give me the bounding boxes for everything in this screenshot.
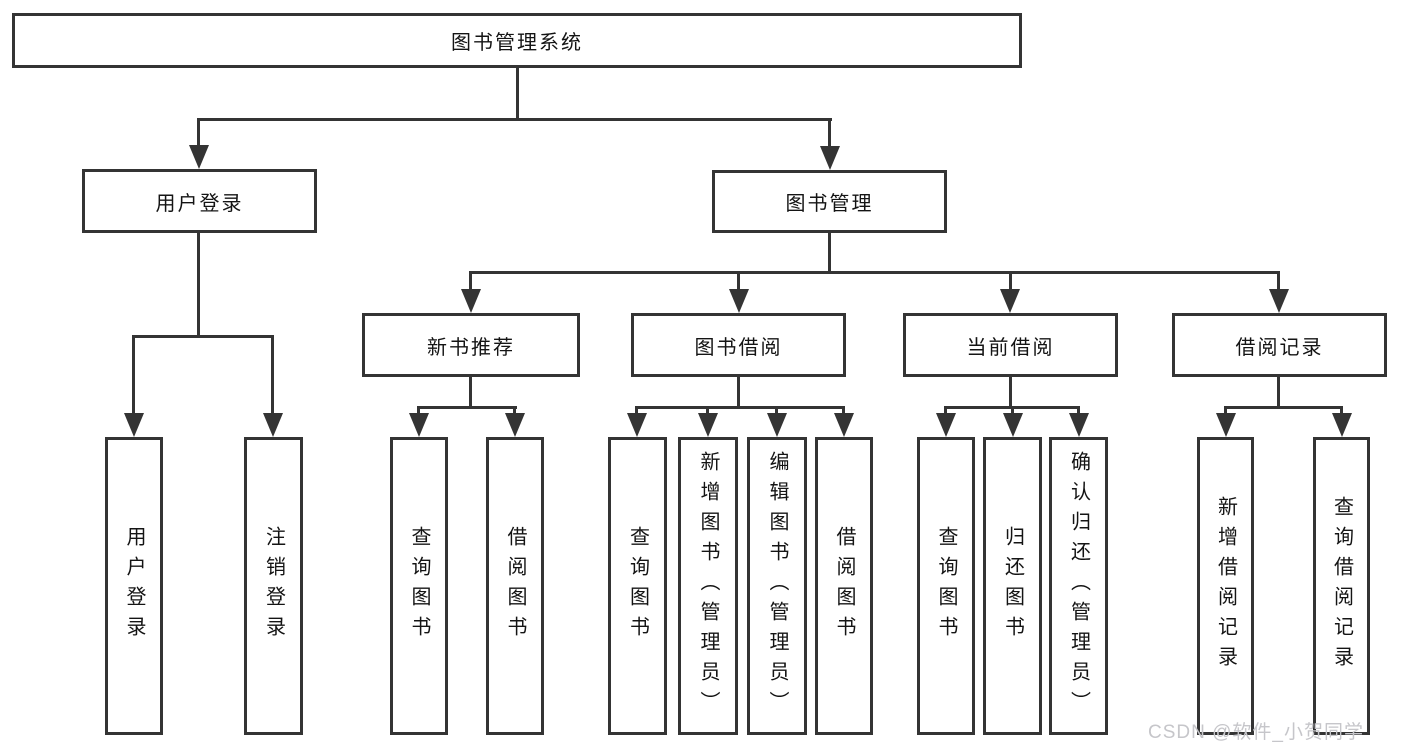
connector-group1-stem [469, 377, 472, 409]
arrow-down [820, 146, 840, 170]
leaf-add-borrow-record: 新增借阅记录 [1197, 437, 1254, 735]
leaf-borrow-books-2-label: 借阅图书 [833, 526, 855, 646]
leaf-borrow-books-1-label: 借阅图书 [504, 526, 526, 646]
connector-leaf-stem [1077, 406, 1080, 416]
leaf-query-books-3: 查询图书 [917, 437, 975, 735]
connector-level3-bar [469, 271, 1279, 274]
arrow-down [698, 413, 718, 437]
leaf-user-login-label: 用户登录 [123, 526, 145, 646]
leaf-edit-book-admin-label: 编辑图书（管理员） [766, 451, 788, 721]
connector-root-stem [516, 68, 519, 120]
arrow-down [1069, 413, 1089, 437]
node-book-borrow: 图书借阅 [631, 313, 846, 377]
connector-leaf-stem [1224, 406, 1227, 416]
leaf-query-books-1: 查询图书 [390, 437, 448, 735]
node-new-book-recommend: 新书推荐 [362, 313, 580, 377]
leaf-query-books-2-label: 查询图书 [626, 526, 649, 646]
connector-leaf-stem [1011, 406, 1014, 416]
connector-leaf-stem [944, 406, 947, 416]
connector-user-leaves-bar [132, 335, 274, 338]
connector-leaf-stem [132, 335, 135, 415]
connector-group2-bar [635, 406, 845, 409]
connector-leaf-stem [417, 406, 420, 416]
connector-group1-bar [417, 406, 517, 409]
connector-book-branch-stem [828, 233, 831, 273]
node-user-login: 用户登录 [82, 169, 317, 233]
leaf-logout-label: 注销登录 [262, 526, 285, 646]
arrow-down [1332, 413, 1352, 437]
leaf-confirm-return-admin-label: 确认归还（管理员） [1067, 451, 1090, 721]
watermark-text: CSDN @软件_小贺同学 [1148, 722, 1364, 743]
arrow-down [461, 289, 481, 313]
arrow-down [729, 289, 749, 313]
leaf-query-books-3-label: 查询图书 [935, 526, 957, 646]
connector-leaf-stem [271, 335, 274, 415]
leaf-return-books-label: 归还图书 [1001, 526, 1024, 646]
leaf-query-books-2: 查询图书 [608, 437, 667, 735]
node-current-borrow: 当前借阅 [903, 313, 1118, 377]
connector-leaf-stem [706, 406, 709, 416]
connector-leaf-stem [513, 406, 516, 416]
connector-group-stem [737, 271, 740, 291]
arrow-down [627, 413, 647, 437]
connector-group3-stem [1009, 377, 1012, 409]
leaf-add-borrow-record-label: 新增借阅记录 [1214, 496, 1237, 676]
connector-user-login-stem [197, 118, 200, 147]
connector-group-stem [1009, 271, 1012, 291]
connector-leaf-stem [775, 406, 778, 416]
leaf-query-borrow-record: 查询借阅记录 [1313, 437, 1370, 735]
connector-group2-stem [737, 377, 740, 409]
node-borrow-records: 借阅记录 [1172, 313, 1387, 377]
connector-user-branch-stem [197, 233, 200, 338]
arrow-down [263, 413, 283, 437]
leaf-edit-book-admin: 编辑图书（管理员） [747, 437, 807, 735]
connector-group4-bar [1224, 406, 1343, 409]
node-book-management: 图书管理 [712, 170, 947, 233]
arrow-down [1269, 289, 1289, 313]
connector-leaf-stem [842, 406, 845, 416]
arrow-down [936, 413, 956, 437]
arrow-down [124, 413, 144, 437]
leaf-add-book-admin: 新增图书（管理员） [678, 437, 738, 735]
leaf-borrow-books-2: 借阅图书 [815, 437, 873, 735]
arrow-down [505, 413, 525, 437]
connector-book-mgmt-stem [828, 118, 831, 148]
arrow-down [409, 413, 429, 437]
leaf-user-login: 用户登录 [105, 437, 163, 735]
leaf-query-borrow-record-label: 查询借阅记录 [1330, 496, 1353, 676]
arrow-down [767, 413, 787, 437]
leaf-confirm-return-admin: 确认归还（管理员） [1049, 437, 1108, 735]
arrow-down [1216, 413, 1236, 437]
node-library-management-system: 图书管理系统 [12, 13, 1022, 68]
connector-level2-bar [197, 118, 832, 121]
leaf-add-book-admin-label: 新增图书（管理员） [697, 451, 719, 721]
leaf-borrow-books-1: 借阅图书 [486, 437, 544, 735]
arrow-down [189, 145, 209, 169]
leaf-return-books: 归还图书 [983, 437, 1042, 735]
connector-group-stem [1277, 271, 1280, 291]
arrow-down [1003, 413, 1023, 437]
connector-leaf-stem [1340, 406, 1343, 416]
connector-group4-stem [1277, 377, 1280, 409]
arrow-down [1000, 289, 1020, 313]
leaf-logout: 注销登录 [244, 437, 303, 735]
arrow-down [834, 413, 854, 437]
leaf-query-books-1-label: 查询图书 [408, 526, 430, 646]
connector-group-stem [469, 271, 472, 291]
connector-leaf-stem [635, 406, 638, 416]
